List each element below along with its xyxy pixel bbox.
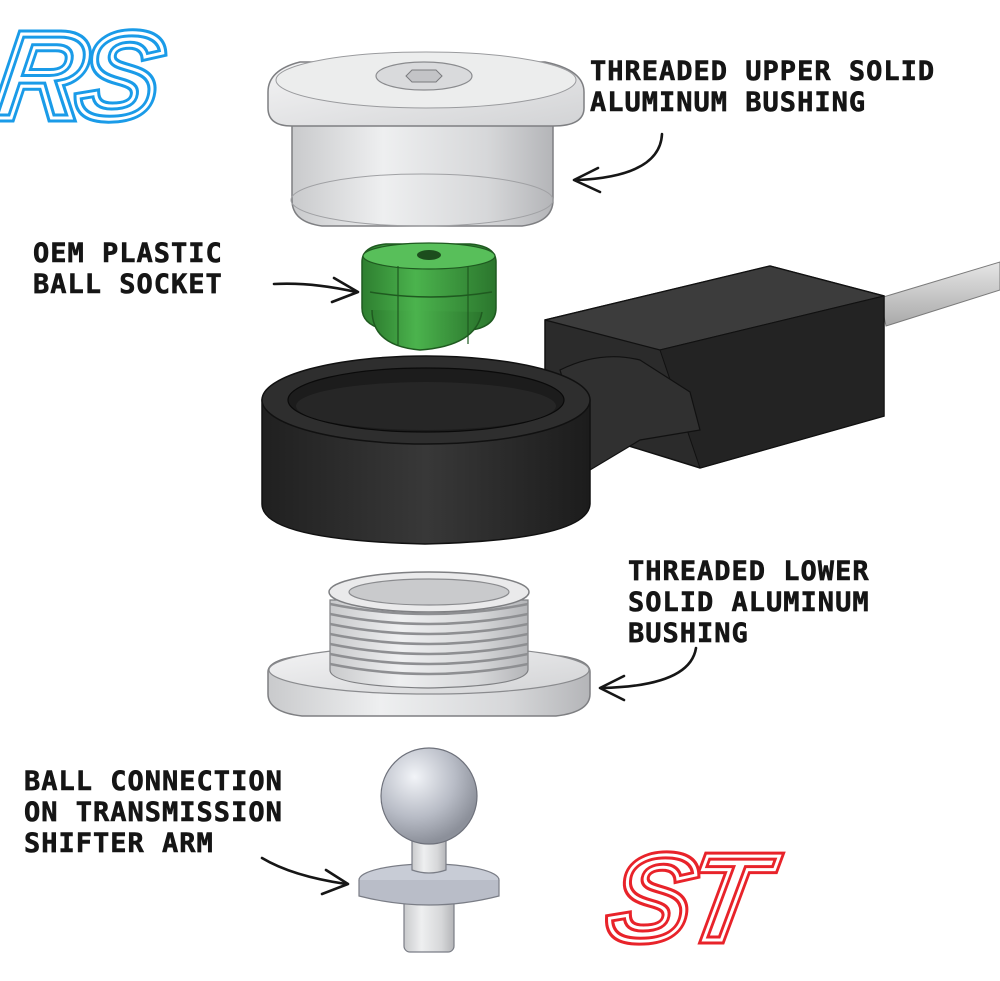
label-ball-connection: BALL CONNECTION ON TRANSMISSION SHIFTER … <box>24 766 283 860</box>
arrow-ball-connection <box>260 856 350 896</box>
st-logo: ST ST <box>595 826 789 971</box>
label-lower-line3: BUSHING <box>628 618 749 650</box>
arrow-upper-bushing <box>572 132 664 194</box>
label-lower-line1: THREADED LOWER <box>628 556 870 588</box>
ball-stud <box>358 747 500 953</box>
label-ball-socket: OEM PLASTIC BALL SOCKET <box>33 238 223 301</box>
rs-logo-text: RS <box>0 8 170 144</box>
arrow-lower-bushing <box>598 646 698 702</box>
label-socket-line2: BALL SOCKET <box>33 269 223 301</box>
lower-threaded-bushing <box>267 571 591 717</box>
st-logo-inner: ST <box>600 831 785 967</box>
callout-arrows <box>260 132 698 896</box>
rs-logo: RS RS <box>0 3 174 148</box>
label-ball-line3: SHIFTER ARM <box>24 828 214 860</box>
rs-logo-inner: RS <box>0 8 170 144</box>
label-ball-line1: BALL CONNECTION <box>24 766 283 798</box>
label-ball-line2: ON TRANSMISSION <box>24 797 283 829</box>
shifter-cable-rod <box>879 261 1000 327</box>
label-upper-line1: THREADED UPPER SOLID <box>590 56 936 88</box>
label-upper-bushing: THREADED UPPER SOLID ALUMINUM BUSHING <box>590 56 936 119</box>
label-lower-bushing: THREADED LOWER SOLID ALUMINUM BUSHING <box>628 556 870 650</box>
upper-aluminum-bushing <box>267 51 585 227</box>
black-housing <box>261 265 885 545</box>
plastic-ball-socket <box>361 242 497 351</box>
arrow-ball-socket <box>272 276 360 304</box>
label-upper-line2: ALUMINUM BUSHING <box>590 87 867 119</box>
label-lower-line2: SOLID ALUMINUM <box>628 587 870 619</box>
label-socket-line1: OEM PLASTIC <box>33 238 223 270</box>
